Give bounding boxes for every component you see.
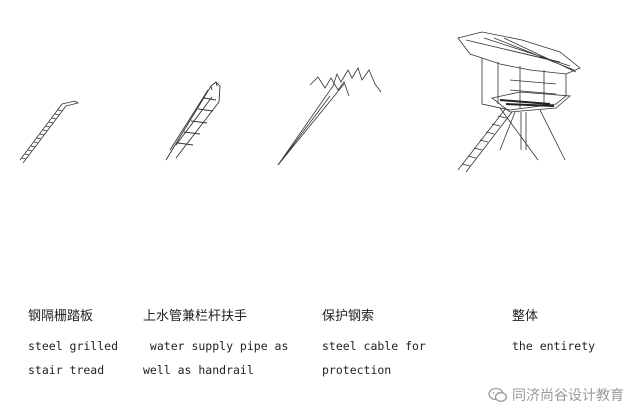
label-en-line-1: the entirety — [512, 339, 596, 353]
panel-handrail: 上水管兼栏杆扶手 water supply pipe as well as ha… — [143, 308, 323, 382]
stair-tread-drawing — [19, 100, 79, 164]
panel-entirety: 整体 the entirety — [512, 308, 632, 358]
label-en-line-2: stair tread — [28, 363, 105, 377]
label-zh: 钢隔栅踏板 — [28, 309, 94, 324]
label-zh: 保护钢索 — [322, 309, 375, 324]
steel-cable-drawing — [277, 67, 382, 166]
handrail-drawing — [165, 81, 221, 161]
panel-tread: 钢隔栅踏板 steel grilled stair tread — [28, 308, 188, 382]
label-zh: 上水管兼栏杆扶手 — [143, 309, 248, 324]
label-en-line-2: well as handrail — [143, 363, 254, 377]
wechat-icon — [488, 387, 508, 403]
label-en-line-2: protection — [322, 363, 392, 377]
watermark: 同济尚谷设计教育 — [488, 385, 624, 405]
watermark-text: 同济尚谷设计教育 — [512, 388, 624, 404]
panel-cable: 保护钢索 steel cable for protection — [322, 308, 482, 382]
label-zh: 整体 — [512, 309, 539, 324]
label-en-line-1: water supply pipe as — [143, 339, 289, 353]
label-en-line-1: steel grilled — [28, 339, 119, 353]
entirety-drawing — [457, 31, 581, 173]
label-en-line-1: steel cable for — [322, 339, 426, 353]
component-drawings — [19, 31, 581, 173]
